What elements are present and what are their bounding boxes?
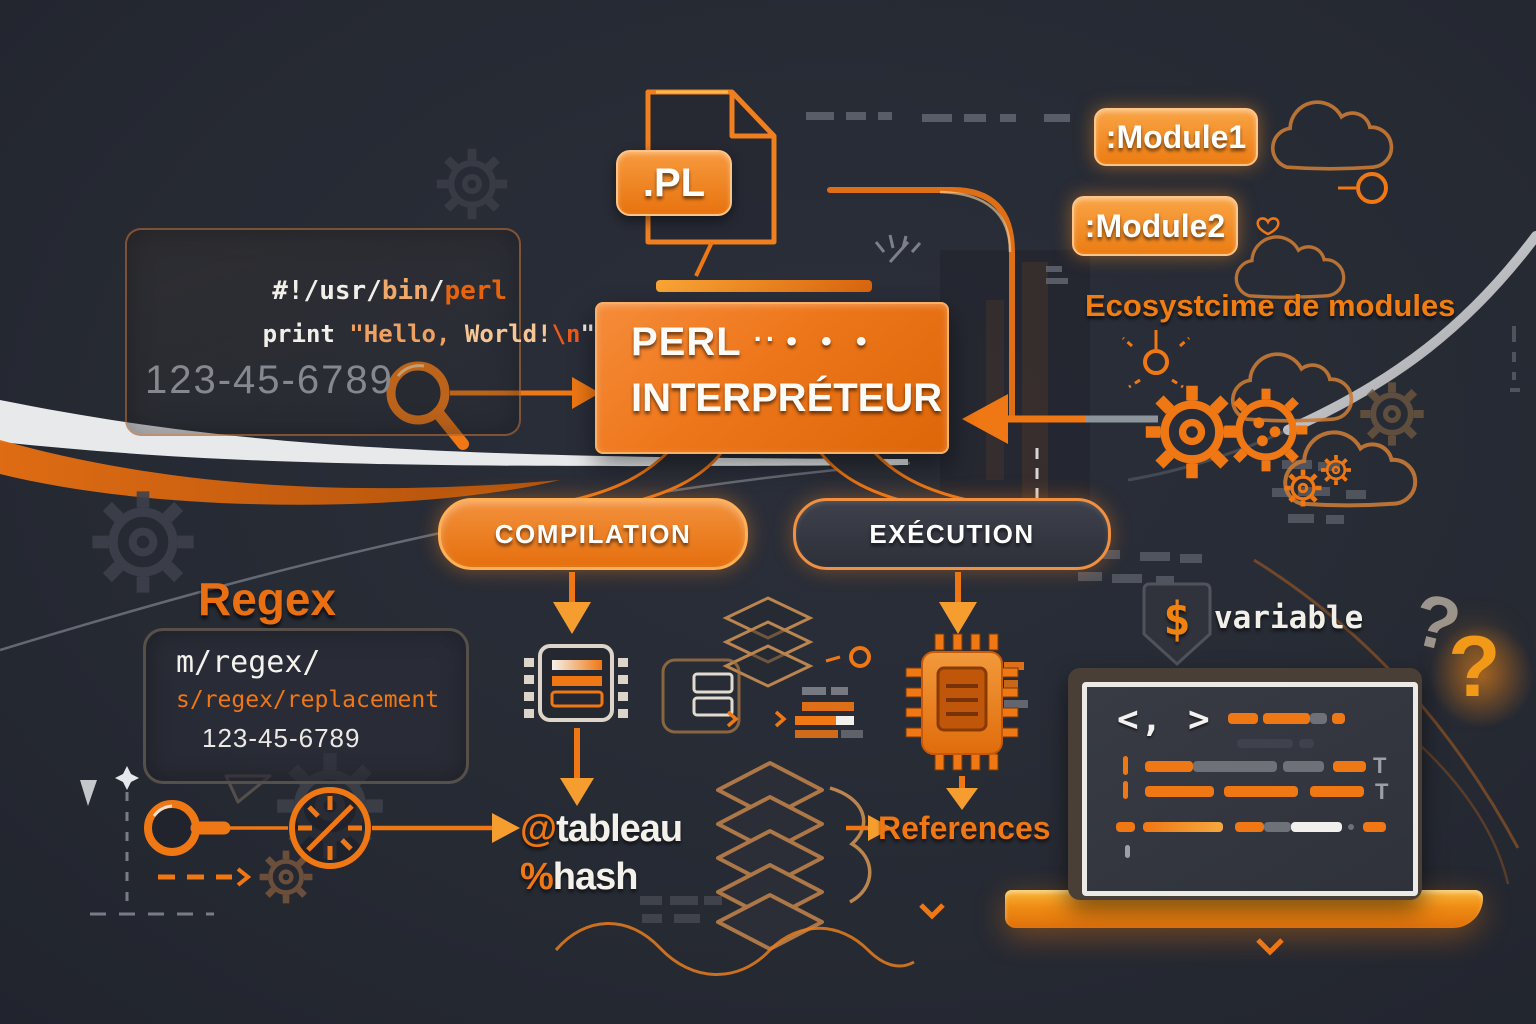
interpreter-title-line2: INTERPRÉTEUR (631, 376, 943, 420)
code-bars-decor (795, 687, 863, 738)
layers-stack-icon (716, 761, 892, 951)
code-glyphs: <, > (1117, 699, 1212, 740)
regex-match-line: m/regex/ (176, 645, 321, 680)
percent-sigil: % (520, 856, 554, 898)
pl-file-badge: .PL (616, 150, 732, 216)
dots-small: ·· (753, 323, 779, 354)
hash-variable-label: %hash (520, 856, 638, 898)
gauge-icon (874, 234, 922, 264)
regex-bubble: m/regex/ s/regex/replacement 123-45-6789 (143, 628, 469, 784)
dash-decor-laptop-left (1004, 662, 1028, 708)
sample-number: 123-45-6789 (145, 358, 394, 402)
dollar-sigil: $ (1163, 592, 1191, 646)
regex-subst-line: s/regex/replacement (176, 687, 440, 713)
search-icon (144, 800, 288, 856)
execution-pill: EXÉCUTION (793, 498, 1111, 570)
laptop-screen: <, > T T (1082, 682, 1418, 896)
search-icon (386, 361, 600, 450)
gears-cluster-icon (1146, 386, 1353, 507)
perl-interpreter-box: PERL··• • • INTERPRÉTEUR (595, 302, 949, 454)
regex-number-line: 123-45-6789 (202, 723, 361, 753)
scalar-variable-label: variable (1214, 600, 1364, 636)
shield-icon (1142, 582, 1212, 667)
shebang-line: #!/usr/bin/perl (272, 276, 508, 306)
ribbon-swoosh (0, 400, 911, 652)
legend-rects-icon (661, 646, 871, 734)
module1-badge: :Module1 (1094, 108, 1258, 166)
dots-large: • • • (786, 325, 875, 358)
dash-decor (806, 112, 1070, 284)
compilation-pill: COMPILATION (438, 498, 748, 570)
substitute-icon (277, 753, 520, 869)
module2-badge: :Module2 (1072, 196, 1238, 256)
at-sigil: @ (520, 808, 557, 850)
array-variable-label: @tableau (520, 808, 683, 850)
cpu-icon (905, 633, 1019, 810)
print-line: print "Hello, World!\n"; (262, 320, 610, 348)
arrow-down-icon (553, 572, 977, 634)
ecosystem-caption: Ecosystcime de modules (1085, 288, 1456, 323)
code-snippet-box: #!/usr/bin/perl print "Hello, World!\n";… (125, 228, 609, 436)
dash-decor-bottom (640, 896, 722, 923)
regex-heading: Regex (198, 573, 337, 625)
flow-decor-left (80, 766, 252, 916)
interpreter-title-line1: PERL··• • • (631, 320, 875, 364)
layers-mini-icon (722, 596, 814, 688)
t-glyph: T (1373, 753, 1387, 778)
references-label: References (878, 810, 1051, 846)
t-glyph: T (1375, 779, 1389, 804)
silver-arc (1127, 231, 1536, 482)
module-node-icon (1122, 172, 1388, 389)
glow (1430, 624, 1534, 728)
question-mark-icon: ? (1448, 619, 1501, 715)
server-icon (524, 644, 628, 806)
